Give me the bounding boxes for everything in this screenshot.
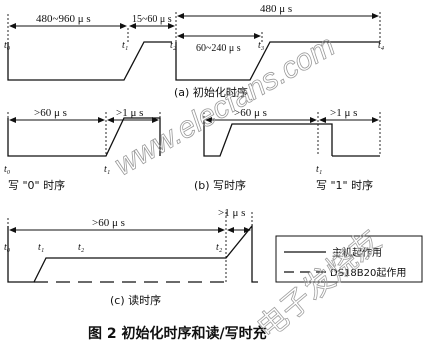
init-t3: t₃ xyxy=(258,40,265,51)
write1-width-label: >60 μ s xyxy=(234,107,267,119)
init-t0: t₀ xyxy=(4,40,11,51)
write1-signal xyxy=(203,120,333,157)
write1-label: 写 "1" 时序 xyxy=(316,178,373,192)
write-t1b: t₁ xyxy=(316,164,322,175)
slave-window-label: 480 μ s xyxy=(260,3,292,15)
write-timing-group xyxy=(7,112,381,157)
read-t1: t₁ xyxy=(38,242,44,253)
read-width-label: >60 μ s xyxy=(92,217,125,229)
init-t4: t₄ xyxy=(378,40,385,51)
write0-label: 写 "0" 时序 xyxy=(8,178,65,192)
init-t2: t₂ xyxy=(170,40,177,51)
write0-signal xyxy=(7,117,161,157)
legend-box xyxy=(275,235,423,283)
read-caption: (c) 读时序 xyxy=(110,293,161,307)
read-t2: t₂ xyxy=(78,242,85,253)
write-t0: t₀ xyxy=(4,164,11,175)
read-t2b: t₂ xyxy=(216,242,223,253)
read-rec-label: >1 μ s xyxy=(218,207,245,219)
init-timing-group xyxy=(7,12,381,81)
wait-label: 15~60 μ s xyxy=(132,14,172,25)
write-t1: t₁ xyxy=(104,164,110,175)
reset-width-label: 480~960 μ s xyxy=(36,13,91,25)
legend-slave-label: DS18B20起作用 xyxy=(330,267,406,279)
init-slave-signal xyxy=(175,41,380,81)
write0-rec-label: >1 μ s xyxy=(116,107,143,119)
init-caption: (a) 初始化时序 xyxy=(174,85,248,99)
init-host-signal xyxy=(7,41,172,81)
read-timing-group xyxy=(7,212,423,283)
read-host-signal xyxy=(7,224,258,283)
write-caption: (b) 写时序 xyxy=(194,178,246,192)
write1-rec-label: >1 μ s xyxy=(330,107,357,119)
read-t0: t₀ xyxy=(4,242,11,253)
init-t1: t₁ xyxy=(122,40,128,51)
figure-caption: 图 2 初始化时序和读/写时充 xyxy=(88,325,267,342)
legend-host-label: 主机起作用 xyxy=(332,246,382,259)
presence-label: 60~240 μ s xyxy=(196,43,241,54)
write0-width-label: >60 μ s xyxy=(34,107,67,119)
